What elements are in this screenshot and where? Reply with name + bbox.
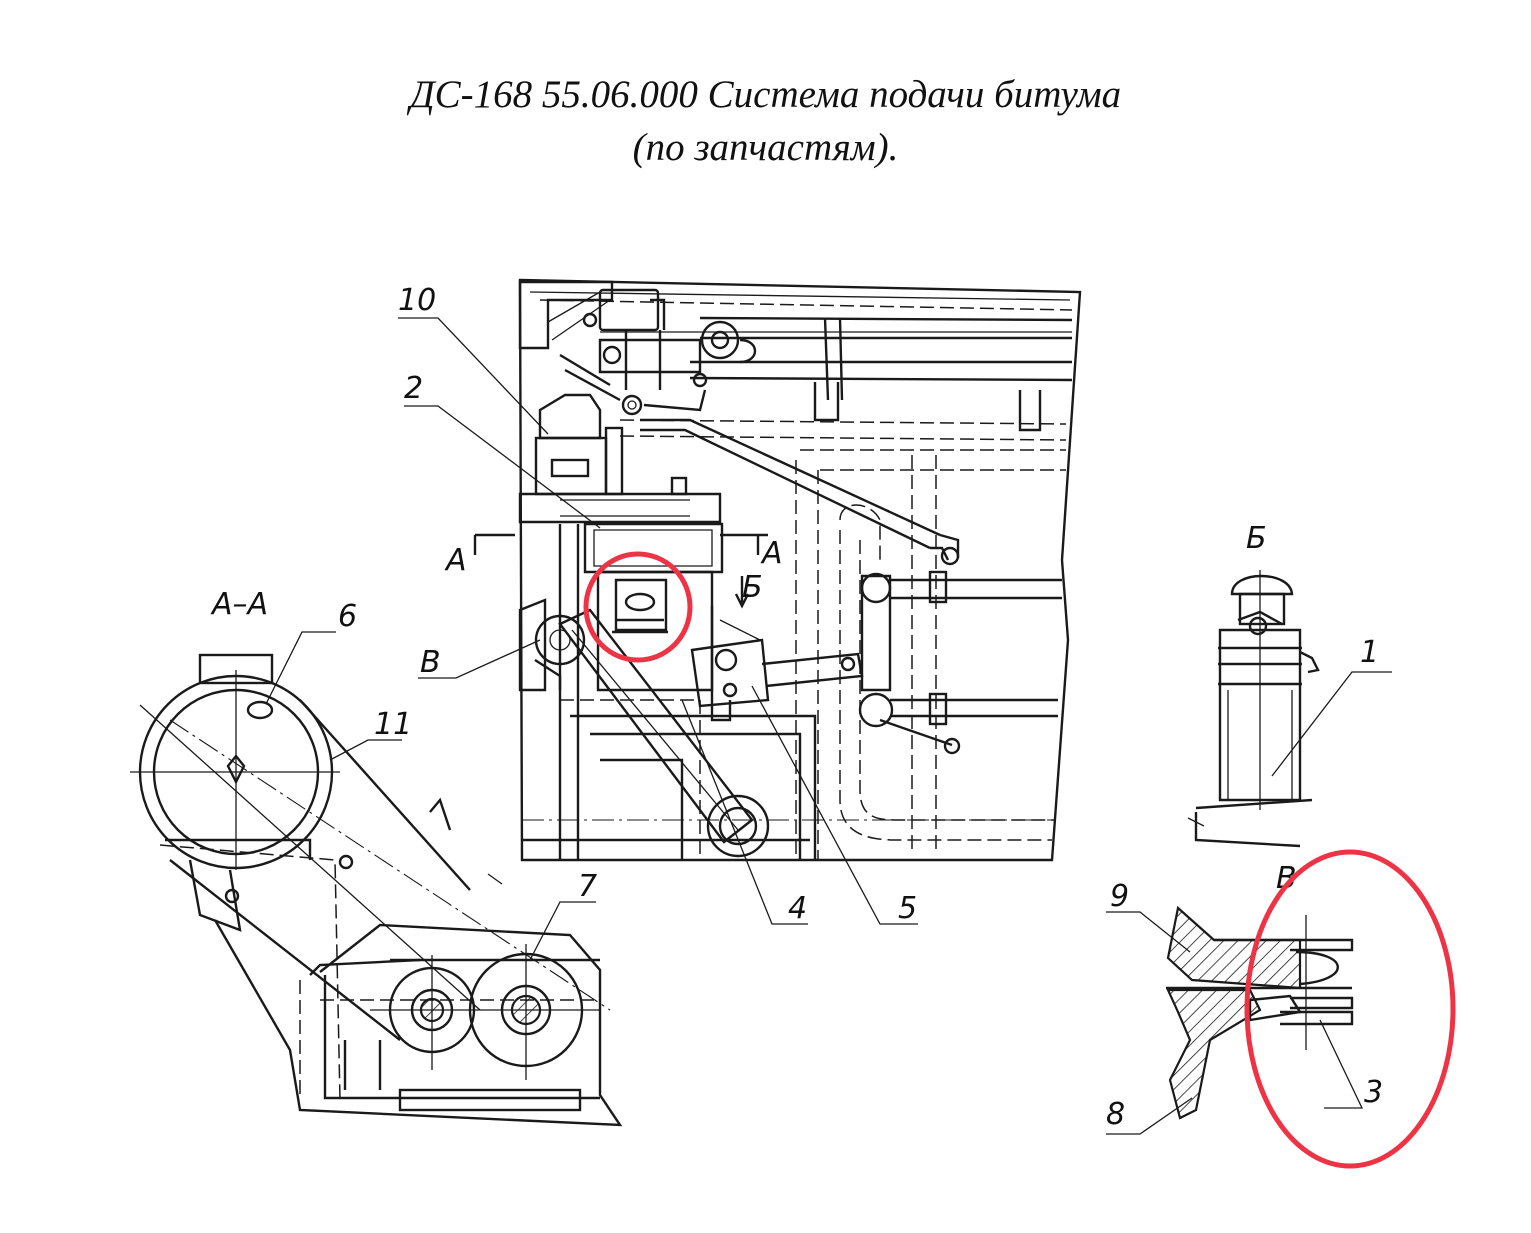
callout-10: 10 bbox=[398, 283, 436, 318]
view-v: В bbox=[1166, 861, 1354, 1120]
callout-4: 4 bbox=[788, 891, 807, 926]
callout-3: 3 bbox=[1364, 1075, 1383, 1110]
section-aa-view: А–А bbox=[130, 587, 623, 1127]
view-b-title: Б bbox=[1246, 521, 1267, 556]
callout-v: В bbox=[420, 645, 441, 680]
view-b-arrow-label: Б bbox=[742, 570, 763, 605]
view-b: Б bbox=[1187, 521, 1320, 848]
section-a-label-left: А bbox=[444, 543, 467, 578]
callout-1: 1 bbox=[1360, 635, 1379, 670]
callout-8: 8 bbox=[1106, 1097, 1125, 1132]
callout-5: 5 bbox=[898, 891, 917, 926]
section-cut-markers: А А Б bbox=[444, 533, 783, 609]
callout-2: 2 bbox=[404, 371, 423, 406]
callout-labels: 1 2 3 4 5 6 7 8 9 10 11 В bbox=[338, 283, 1383, 1132]
main-view bbox=[518, 278, 1082, 862]
view-v-title: В bbox=[1276, 861, 1297, 896]
callout-11: 11 bbox=[374, 707, 412, 742]
callout-7: 7 bbox=[578, 869, 597, 904]
page-title: ДС-168 55.06.000 Система подачи битума bbox=[409, 73, 1122, 116]
highlight-annotations bbox=[583, 551, 1456, 1169]
section-aa-title: А–А bbox=[210, 587, 268, 622]
callout-9: 9 bbox=[1110, 879, 1129, 914]
callout-6: 6 bbox=[338, 599, 357, 634]
section-a-label-right: А bbox=[760, 536, 783, 571]
leader-lines bbox=[265, 317, 1392, 1135]
page-subtitle: (по запчастям). bbox=[632, 126, 899, 169]
highlight-ring-detail-3 bbox=[1244, 849, 1456, 1169]
highlight-ring-center bbox=[583, 551, 693, 663]
